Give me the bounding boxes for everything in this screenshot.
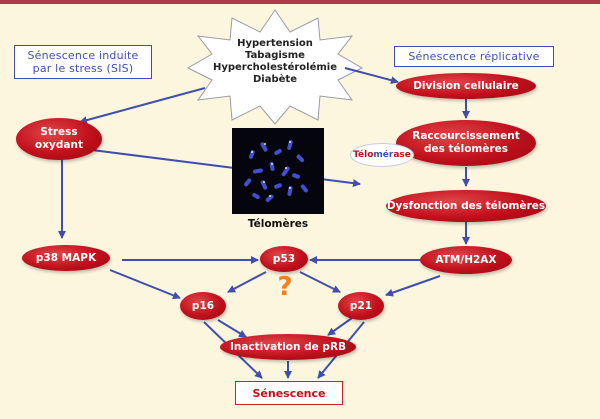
arrow-p53-to-p16 bbox=[227, 271, 267, 293]
node-p21: p21 bbox=[338, 292, 384, 320]
uncertain-link-question-mark: ? bbox=[277, 272, 293, 302]
senescence-outcome-label: Sénescence bbox=[252, 386, 326, 400]
risk-factor-item: Diabète bbox=[253, 74, 297, 85]
node-shortening-line-2: des télomères bbox=[423, 143, 509, 155]
stress-induced-senescence-box: Sénescence induite par le stress (SIS) bbox=[14, 45, 152, 79]
node-p38-label: p38 MAPK bbox=[35, 251, 97, 264]
stress-senescence-line-2: par le stress (SIS) bbox=[32, 62, 134, 75]
arrow-atm-to-p21 bbox=[385, 275, 441, 297]
node-p16-label: p16 bbox=[191, 299, 215, 312]
node-telomere-shortening: Raccourcissement des télomères bbox=[396, 120, 536, 166]
node-p53-label: p53 bbox=[272, 252, 296, 265]
node-prb-label: Inactivation de pRB bbox=[229, 340, 347, 353]
node-prb-inactivation: Inactivation de pRB bbox=[220, 334, 356, 360]
senescence-outcome-box: Sénescence bbox=[235, 381, 343, 405]
replicative-senescence-box: Sénescence réplicative bbox=[394, 46, 554, 67]
node-p16: p16 bbox=[180, 292, 226, 320]
telomere-micrograph bbox=[232, 128, 324, 214]
node-dysfunction-label: Dysfonction des télomères bbox=[386, 199, 546, 212]
stress-senescence-line-1: Sénescence induite bbox=[27, 49, 139, 62]
telomerase-text-mid: mér bbox=[373, 150, 394, 160]
risk-factor-item: Hypercholestérolémie bbox=[212, 62, 338, 73]
replicative-senescence-label: Sénescence réplicative bbox=[408, 50, 540, 63]
node-stress-line-2: oxydant bbox=[35, 139, 83, 151]
node-stress-oxidant: Stress oxydant bbox=[16, 118, 102, 160]
arrow-p21-to-prb bbox=[327, 317, 353, 336]
arrow-p53-to-p21 bbox=[299, 271, 341, 293]
node-atm-h2ax: ATM/H2AX bbox=[420, 246, 512, 274]
node-shortening-line-1: Raccourcissement bbox=[412, 130, 520, 142]
telomeres-caption: Télomères bbox=[247, 218, 309, 230]
node-p21-label: p21 bbox=[349, 299, 373, 312]
node-stress-line-1: Stress bbox=[40, 126, 78, 138]
chromosome-spread-image bbox=[244, 140, 308, 202]
arrow-star-to-stress bbox=[79, 87, 206, 125]
risk-starburst-shape bbox=[186, 9, 364, 125]
node-p53: p53 bbox=[260, 246, 308, 272]
arrow-star-to-division bbox=[344, 67, 399, 85]
node-cell-division: Division cellulaire bbox=[396, 73, 536, 99]
arrow-p16-to-prb bbox=[217, 319, 247, 338]
risk-factor-item: Hypertension bbox=[237, 38, 313, 49]
top-rule bbox=[0, 0, 600, 4]
node-p38-mapk: p38 MAPK bbox=[22, 245, 110, 271]
arrow-p38-to-p16 bbox=[109, 269, 181, 300]
telomerase-text-start: Télo bbox=[353, 150, 374, 160]
node-telomere-dysfunction: Dysfonction des télomères bbox=[386, 190, 546, 222]
telomerase-text-end: ase bbox=[393, 150, 411, 160]
node-cell-division-label: Division cellulaire bbox=[413, 79, 519, 92]
risk-factors-list: Hypertension Tabagisme Hypercholestérolé… bbox=[200, 38, 350, 86]
risk-factor-item: Tabagisme bbox=[245, 50, 305, 61]
node-atm-label: ATM/H2AX bbox=[435, 253, 497, 266]
